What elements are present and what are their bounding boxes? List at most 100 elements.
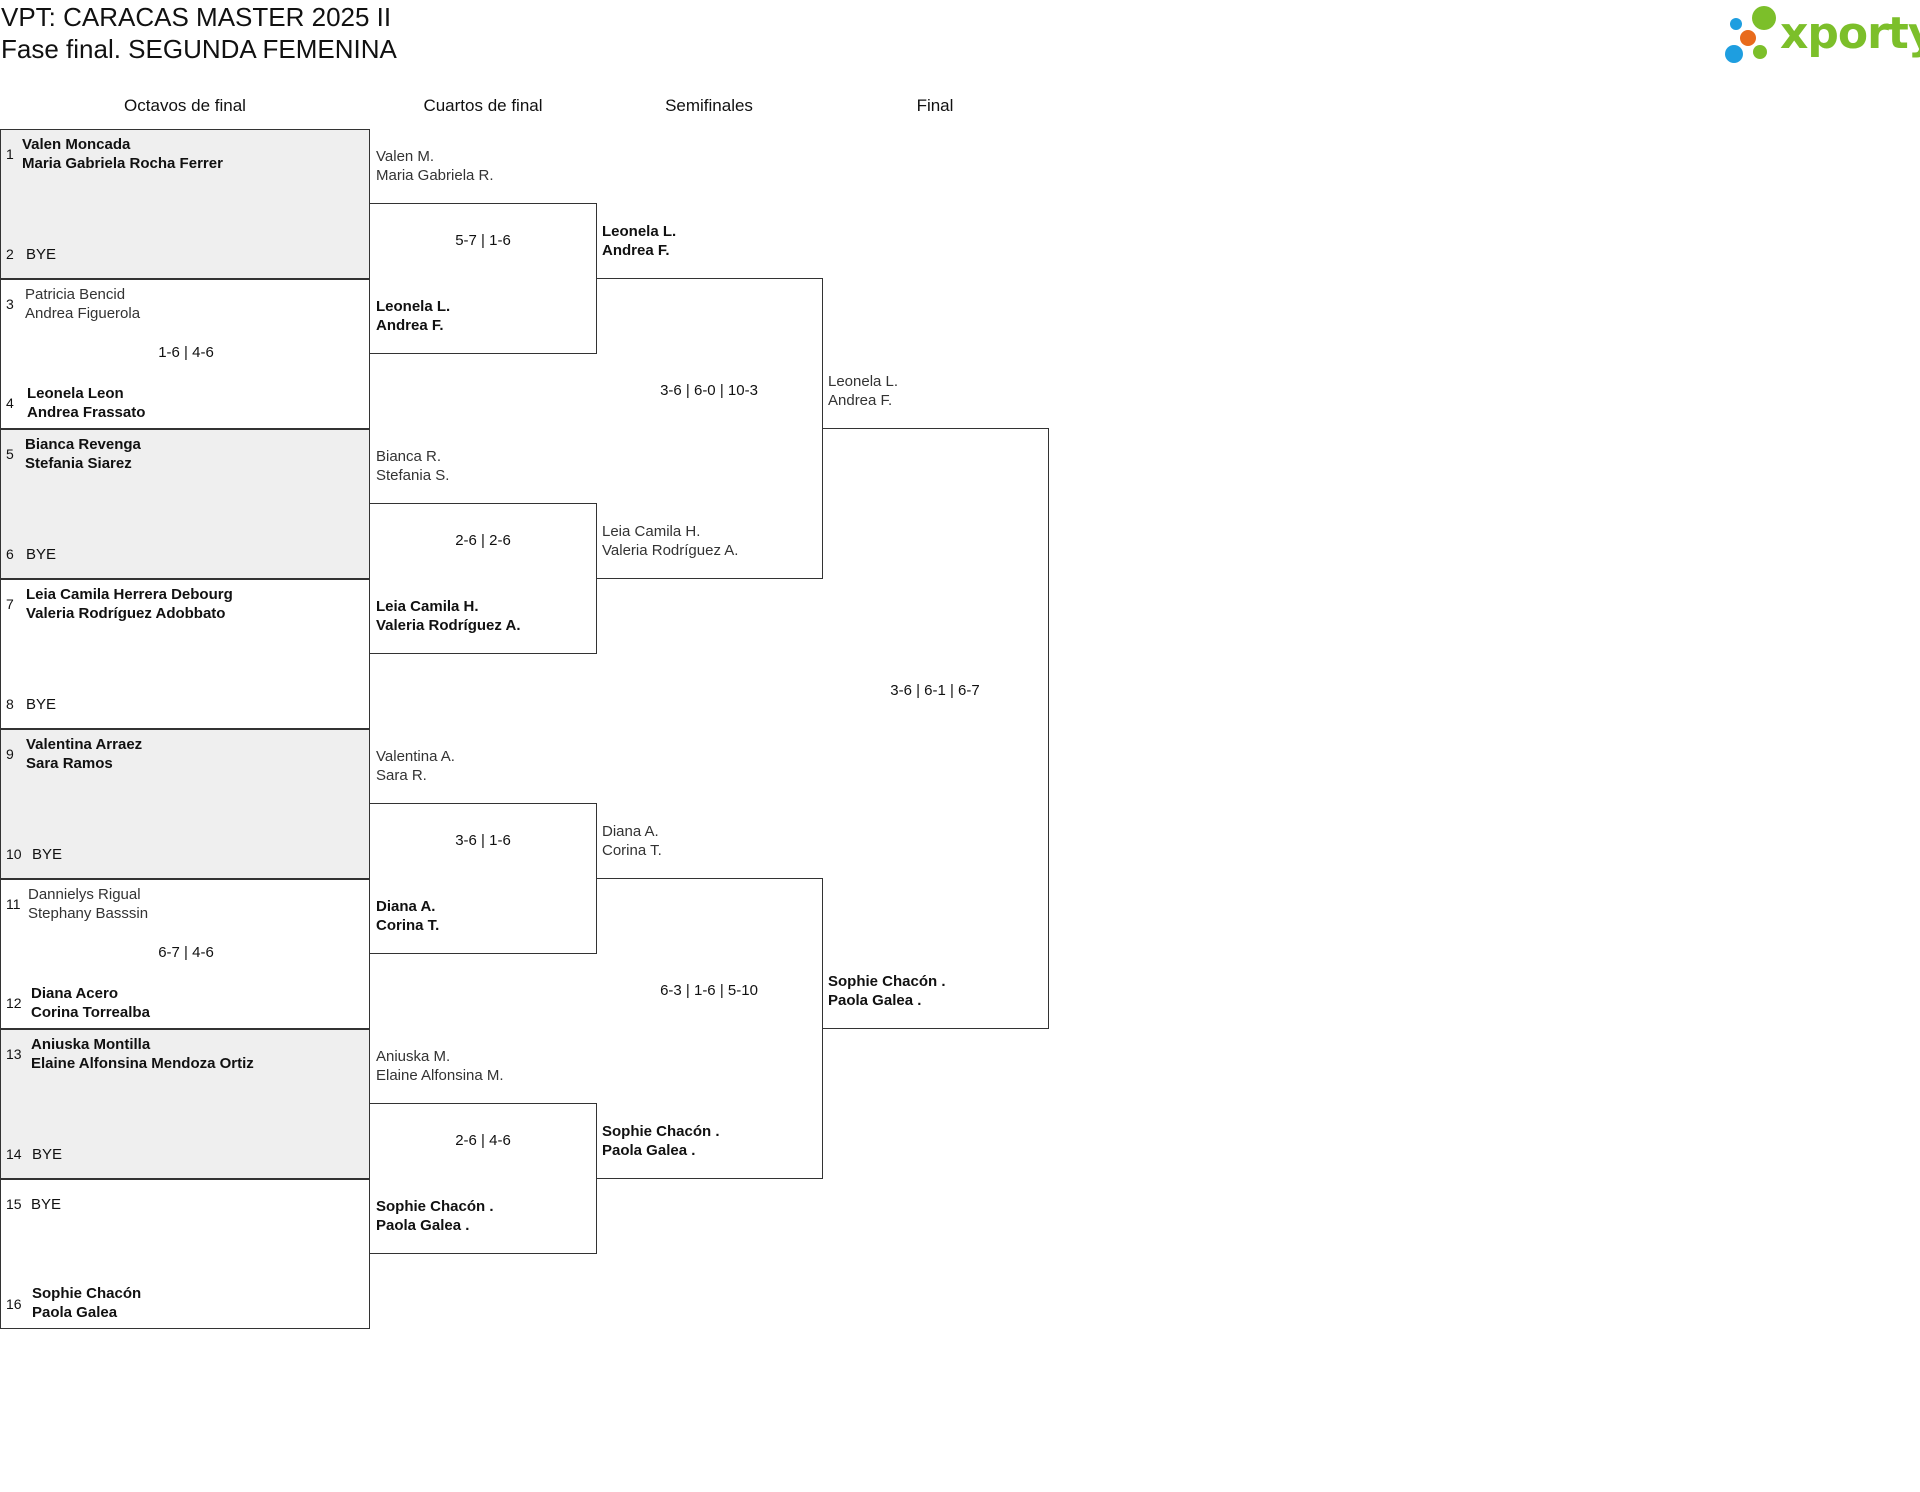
seed-number: 3 — [6, 296, 14, 312]
player-name: Paola Galea . — [602, 1142, 696, 1159]
player-name: Sophie Chacón — [32, 1285, 142, 1302]
player-name: Paola Galea . — [376, 1217, 470, 1234]
team-a: Leia Camila Herrera Debourg Valeria Rodr… — [26, 585, 233, 623]
player-name: Elaine Alfonsina M. — [376, 1067, 504, 1084]
player-name: Valentina A. — [376, 748, 455, 765]
player-name: Maria Gabriela Rocha Ferrer — [22, 155, 223, 172]
semis-1-team-b: Leia Camila H. Valeria Rodríguez A. — [602, 522, 738, 560]
player-name: Leonela L. — [602, 223, 677, 240]
player-name: Corina T. — [602, 842, 662, 859]
player-name: Leonela L. — [376, 298, 451, 315]
match-score: 1-6 | 4-6 — [158, 344, 214, 361]
player-name: Andrea F. — [376, 317, 444, 334]
player-name: Andrea Figuerola — [25, 305, 141, 322]
player-name: BYE — [31, 1196, 62, 1213]
seed-number: 4 — [6, 395, 14, 411]
octavos-match-5: 9 Valentina Arraez Sara Ramos 10 BYE — [0, 729, 370, 879]
team-b: BYE — [26, 245, 56, 264]
octavos-match-6: 11 Dannielys Rigual Stephany Basssin 6-7… — [0, 879, 370, 1029]
player-name: Sara R. — [376, 767, 427, 784]
seed-number: 16 — [6, 1296, 22, 1312]
seed-number: 7 — [6, 596, 14, 612]
team-a: Valentina Arraez Sara Ramos — [26, 735, 142, 773]
seed-number: 10 — [6, 846, 22, 862]
player-name: BYE — [32, 1146, 63, 1163]
player-name: Andrea Frassato — [27, 404, 146, 421]
final-connector — [822, 428, 1049, 1029]
octavos-match-1: 1 Valen Moncada Maria Gabriela Rocha Fer… — [0, 129, 370, 279]
seed-number: 9 — [6, 746, 14, 762]
seed-number: 1 — [6, 146, 14, 162]
octavos-match-7: 13 Aniuska Montilla Elaine Alfonsina Men… — [0, 1029, 370, 1179]
cuartos-1-team-a: Valen M. Maria Gabriela R. — [376, 147, 494, 185]
team-a: Aniuska Montilla Elaine Alfonsina Mendoz… — [31, 1035, 254, 1073]
seed-number: 8 — [6, 696, 14, 712]
seed-number: 12 — [6, 995, 22, 1011]
page-subtitle: Fase final. SEGUNDA FEMENINA — [1, 34, 397, 64]
team-a: Dannielys Rigual Stephany Basssin — [28, 885, 148, 923]
final-score: 3-6 | 6-1 | 6-7 — [890, 682, 980, 699]
player-name: BYE — [26, 546, 57, 563]
round-header-semis: Semifinales — [665, 96, 753, 115]
cuartos-4-score: 2-6 | 4-6 — [455, 1132, 511, 1149]
player-name: Sophie Chacón . — [376, 1198, 494, 1215]
page-title: VPT: CARACAS MASTER 2025 II — [1, 2, 392, 32]
semis-2-team-b: Sophie Chacón . Paola Galea . — [602, 1122, 720, 1160]
player-name: Valeria Rodríguez A. — [602, 542, 739, 559]
seed-number: 15 — [6, 1196, 22, 1212]
team-b: Diana Acero Corina Torrealba — [31, 984, 150, 1022]
octavos-match-8: 15 BYE 16 Sophie Chacón Paola Galea — [0, 1179, 370, 1329]
player-name: Diana Acero — [31, 985, 118, 1002]
team-b: Sophie Chacón Paola Galea — [32, 1284, 141, 1322]
match-score: 6-7 | 4-6 — [158, 944, 214, 961]
player-name: Valeria Rodríguez A. — [376, 617, 521, 634]
player-name: Paola Galea — [32, 1304, 118, 1321]
player-name: Leonela L. — [828, 373, 899, 390]
player-name: Andrea F. — [602, 242, 670, 259]
team-a: Valen Moncada Maria Gabriela Rocha Ferre… — [22, 135, 223, 173]
team-b: BYE — [26, 695, 56, 714]
seed-number: 6 — [6, 546, 14, 562]
octavos-match-2: 3 Patricia Bencid Andrea Figuerola 1-6 |… — [0, 279, 370, 429]
seed-number: 5 — [6, 446, 14, 462]
seed-number: 13 — [6, 1046, 22, 1062]
player-name: Dannielys Rigual — [28, 886, 141, 903]
player-name: Aniuska M. — [376, 1048, 451, 1065]
player-name: Bianca Revenga — [25, 436, 141, 453]
player-name: Valeria Rodríguez Adobbato — [26, 605, 226, 622]
xporty-logo: xporty — [1690, 0, 1920, 72]
player-name: Diana A. — [602, 823, 659, 840]
seed-number: 2 — [6, 246, 14, 262]
team-b: BYE — [32, 845, 62, 864]
player-name: Corina T. — [376, 917, 440, 934]
round-header-final: Final — [916, 96, 954, 115]
player-name: Maria Gabriela R. — [376, 167, 494, 184]
player-name: Elaine Alfonsina Mendoza Ortiz — [31, 1055, 254, 1072]
team-a: BYE — [31, 1195, 61, 1214]
player-name: Valen Moncada — [22, 136, 131, 153]
semis-1-score: 3-6 | 6-0 | 10-3 — [660, 382, 758, 399]
round-header-octavos: Octavos de final — [124, 96, 246, 115]
player-name: Sophie Chacón . — [828, 973, 946, 990]
player-name: Diana A. — [376, 898, 436, 915]
player-name: Paola Galea . — [828, 992, 922, 1009]
player-name: Sara Ramos — [26, 755, 113, 772]
player-name: Leonela Leon — [27, 385, 124, 402]
seed-number: 14 — [6, 1146, 22, 1162]
player-name: Valen M. — [376, 148, 435, 165]
semis-2-score: 6-3 | 1-6 | 5-10 — [660, 982, 758, 999]
cuartos-1-score: 5-7 | 1-6 — [455, 232, 511, 249]
cuartos-4-team-a: Aniuska M. Elaine Alfonsina M. — [376, 1047, 504, 1085]
cuartos-4-team-b: Sophie Chacón . Paola Galea . — [376, 1197, 494, 1235]
team-a: Bianca Revenga Stefania Siarez — [25, 435, 141, 473]
xporty-logo-icon — [1725, 6, 1776, 63]
player-name: Leia Camila Herrera Debourg — [26, 586, 233, 603]
player-name: BYE — [32, 846, 63, 863]
brand-text: xporty — [1780, 8, 1920, 59]
player-name: Patricia Bencid — [25, 286, 126, 303]
round-header-cuartos: Cuartos de final — [423, 96, 543, 115]
player-name: Corina Torrealba — [31, 1004, 150, 1021]
cuartos-2-score: 2-6 | 2-6 — [455, 532, 511, 549]
player-name: Stephany Basssin — [28, 905, 149, 922]
player-name: Sophie Chacón . — [602, 1123, 720, 1140]
